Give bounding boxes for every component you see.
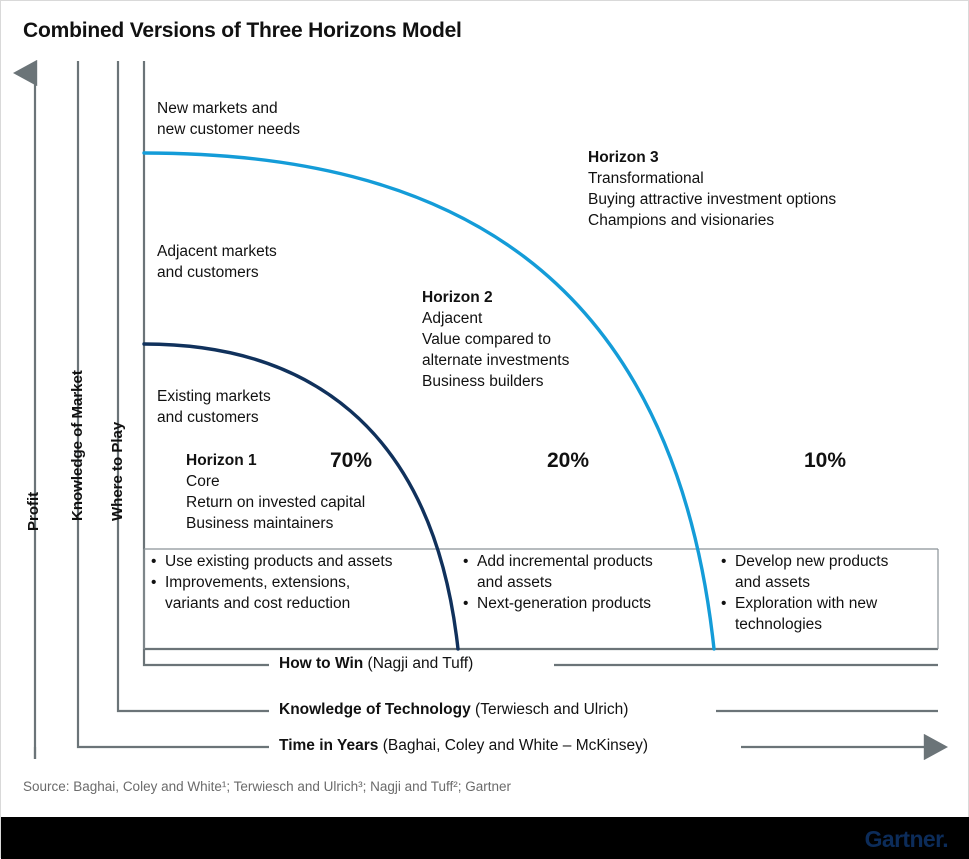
bullet-icon: • xyxy=(151,574,157,591)
bullet-text: Improvements, extensions, variants and c… xyxy=(165,574,351,612)
horizon-2-block: Horizon 2 Adjacent Value compared to alt… xyxy=(422,287,569,392)
market-label-existing: Existing markets and customers xyxy=(157,388,271,426)
horizon-1-line-2: Return on invested capital xyxy=(186,494,366,511)
list-item: • Exploration with new technologies xyxy=(721,593,951,635)
axis-label-knowledge-of-technology-bold: Knowledge of Technology xyxy=(279,701,471,718)
bullet-icon: • xyxy=(463,595,469,612)
bullet-text: Add incremental products and assets xyxy=(477,553,653,591)
horizon-1-block: Horizon 1 Core Return on invested capita… xyxy=(186,450,365,534)
bullet-text: Use existing products and assets xyxy=(165,553,393,570)
axis-label-knowledge-of-technology: Knowledge of Technology (Terwiesch and U… xyxy=(279,701,628,719)
axis-label-time-in-years: Time in Years (Baghai, Coley and White –… xyxy=(279,737,648,755)
horizon-3-percent: 10% xyxy=(804,449,847,472)
horizon-3-bullets: • Develop new products and assets • Expl… xyxy=(721,551,951,635)
horizon-3-block: Horizon 3 Transformational Buying attrac… xyxy=(588,147,836,231)
horizon-3-line-3: Champions and visionaries xyxy=(588,212,775,229)
axis-label-how-to-win-rest: (Nagji and Tuff) xyxy=(363,655,474,672)
axis-label-how-to-win: How to Win (Nagji and Tuff) xyxy=(279,655,473,673)
axis-label-how-to-win-bold: How to Win xyxy=(279,655,364,672)
bullet-text: Exploration with new technologies xyxy=(735,595,878,633)
horizon-2-percent: 20% xyxy=(547,449,590,472)
page-title: Combined Versions of Three Horizons Mode… xyxy=(23,19,462,42)
horizon-1-title: Horizon 1 xyxy=(186,452,257,469)
horizon-2-bullets: • Add incremental products and assets • … xyxy=(463,551,713,614)
footer-bar: Gartner. xyxy=(1,817,969,859)
axis-label-knowledge-of-technology-rest: (Terwiesch and Ulrich) xyxy=(470,701,629,718)
bullet-text: Develop new products and assets xyxy=(735,553,889,591)
horizon-2-line-1: Adjacent xyxy=(422,310,483,327)
horizon-2-line-4: Business builders xyxy=(422,373,544,390)
horizon-1-percent: 70% xyxy=(330,449,373,472)
horizon-2-line-2: Value compared to xyxy=(422,331,551,348)
list-item: • Develop new products and assets xyxy=(721,551,951,593)
horizon-3-line-1: Transformational xyxy=(588,170,704,187)
bullet-icon: • xyxy=(463,553,469,570)
list-item: • Next-generation products xyxy=(463,593,713,614)
gartner-logo: Gartner. xyxy=(864,826,949,852)
horizon-1-line-3: Business maintainers xyxy=(186,515,334,532)
bullet-icon: • xyxy=(721,595,727,612)
bullet-icon: • xyxy=(151,553,157,570)
axis-label-profit: Profit xyxy=(25,491,42,531)
axis-label-time-in-years-bold: Time in Years xyxy=(279,737,379,754)
market-label-adjacent: Adjacent markets and customers xyxy=(157,243,277,281)
list-item: • Use existing products and assets xyxy=(151,551,451,572)
horizon-2-line-3: alternate investments xyxy=(422,352,570,369)
axis-label-where-to-play: Where to Play xyxy=(109,421,126,521)
horizon-3-title: Horizon 3 xyxy=(588,149,659,166)
list-item: • Add incremental products and assets xyxy=(463,551,713,593)
horizon-1-bullets: • Use existing products and assets • Imp… xyxy=(151,551,451,614)
horizon-1-line-1: Core xyxy=(186,473,220,490)
axis-label-knowledge-of-market: Knowledge of Market xyxy=(69,370,86,521)
bullet-icon: • xyxy=(721,553,727,570)
horizon-3-line-2: Buying attractive investment options xyxy=(588,191,837,208)
horizon-2-title: Horizon 2 xyxy=(422,289,493,306)
market-label-new: New markets and new customer needs xyxy=(157,100,301,138)
bullet-text: Next-generation products xyxy=(477,595,652,612)
list-item: • Improvements, extensions, variants and… xyxy=(151,572,451,614)
source-note: Source: Baghai, Coley and White¹; Terwie… xyxy=(23,779,511,794)
axis-label-time-in-years-rest: (Baghai, Coley and White – McKinsey) xyxy=(378,737,649,754)
